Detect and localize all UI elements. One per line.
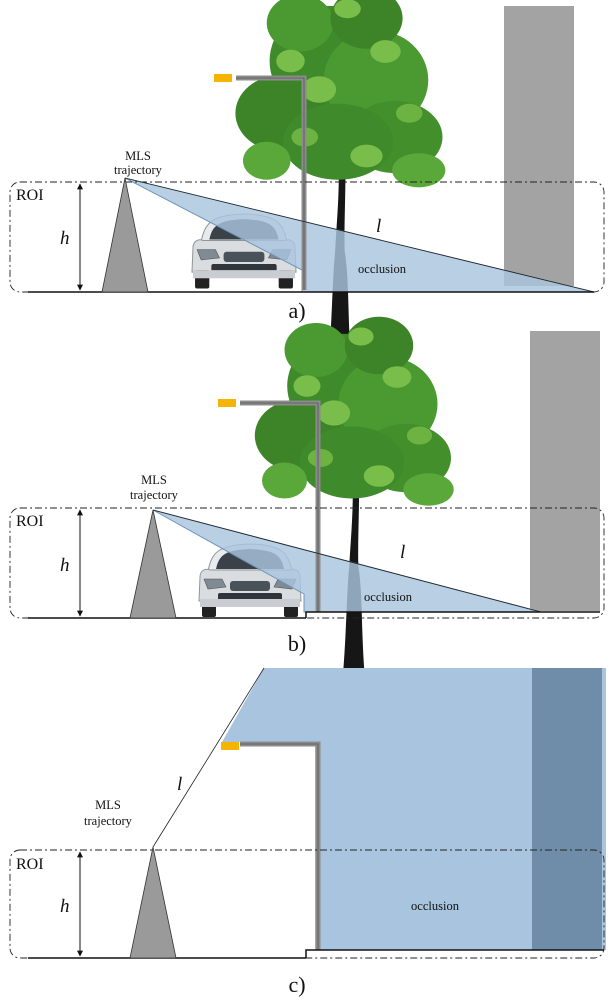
line-of-sight-label: l <box>400 542 405 563</box>
panel-caption: b) <box>288 631 306 656</box>
street-lamp-icon <box>218 399 321 612</box>
mls-label-line2: trajectory <box>130 488 179 502</box>
line-of-sight <box>152 509 542 613</box>
panel-c: ROI h l MLS trajectory occlusion c) <box>9 667 606 997</box>
height-label: h <box>60 896 70 917</box>
roi-box <box>9 849 605 959</box>
street-lamp-icon <box>214 74 307 290</box>
line-of-sight-label: l <box>177 774 182 795</box>
roi-box <box>9 507 605 619</box>
tree-icon <box>253 314 456 676</box>
ground-line-step <box>305 949 604 958</box>
panel-caption: a) <box>288 298 305 323</box>
mls-trajectory-icon <box>129 846 177 959</box>
ground-line-step <box>305 611 600 618</box>
mls-trajectory-icon <box>101 177 149 293</box>
building <box>504 6 574 286</box>
panel-a: ROI h l MLS trajectory occlusion a) <box>9 0 605 367</box>
street-lamp-icon <box>221 741 321 950</box>
mls-label-line1: MLS <box>95 798 121 812</box>
occlusion-label: occlusion <box>411 899 460 913</box>
mls-trajectory-icon <box>129 509 177 619</box>
panel-caption: c) <box>288 972 305 997</box>
line-of-sight <box>124 177 595 293</box>
mls-label-line2: trajectory <box>84 814 133 828</box>
mls-label-line2: trajectory <box>114 163 163 177</box>
roi-label: ROI <box>16 187 44 204</box>
occlusion-label: occlusion <box>364 590 413 604</box>
line-of-sight-label: l <box>376 216 381 237</box>
roi-box <box>9 181 605 293</box>
mls-label-line1: MLS <box>141 473 167 487</box>
tree-icon <box>233 0 448 367</box>
height-label: h <box>60 228 70 249</box>
mls-label-line1: MLS <box>125 149 151 163</box>
building <box>532 668 602 950</box>
building <box>530 331 600 611</box>
height-label: h <box>60 555 70 576</box>
roi-label: ROI <box>16 856 44 873</box>
line-of-sight <box>152 667 265 848</box>
occlusion-label: occlusion <box>358 262 407 276</box>
panel-b: ROI h l MLS trajectory occlusion b) <box>9 314 605 676</box>
roi-label: ROI <box>16 513 44 530</box>
